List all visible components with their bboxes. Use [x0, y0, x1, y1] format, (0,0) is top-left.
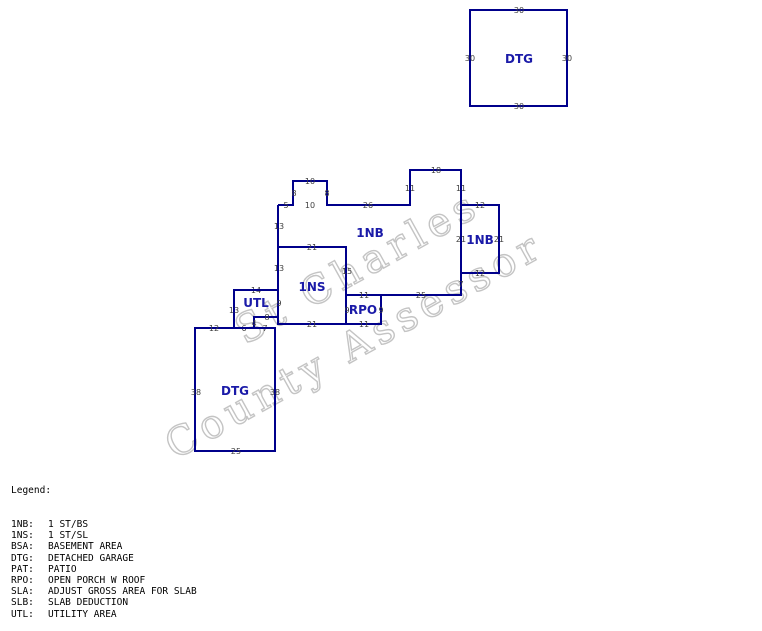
dtg-bottom-label: DTG	[221, 384, 249, 398]
legend-item: UTL: UTILITY AREA	[11, 609, 197, 620]
dtg-top-dim-top: 30	[514, 6, 524, 15]
legend-item: 1NB: 1 ST/BS	[11, 519, 197, 530]
ns-dim-bottom: 21	[307, 320, 317, 329]
nb-right-dim-left: 21	[456, 235, 466, 244]
legend-code: UTL:	[11, 608, 34, 620]
legend-code: SLA:	[11, 586, 34, 598]
nb-right-label: 1NB	[466, 233, 494, 247]
ns-dim-top: 21	[307, 243, 317, 252]
legend-item: SLB: SLAB DEDUCTION	[11, 597, 197, 608]
nb-dim-7: 7	[458, 280, 463, 289]
legend-code: SLB:	[11, 597, 34, 609]
nb-dim-5: 5	[283, 201, 288, 210]
legend-item: SLA: ADJUST GROSS AREA FOR SLAB	[11, 586, 197, 597]
nb-right-dim-right: 21	[494, 235, 504, 244]
dtg-top-dim-bottom: 30	[514, 102, 524, 111]
dtg-bottom-dim-12: 12	[209, 324, 219, 333]
rpo-outline	[346, 294, 382, 325]
rpo-label: RPO	[349, 303, 377, 317]
bump-dim-top: 10	[305, 177, 315, 186]
nb-right-dim-bottom: 12	[475, 269, 485, 278]
floor-plan-sketch: St Charles County Assessor 30 30 30 30 D…	[157, 6, 572, 469]
legend-desc: OPEN PORCH W ROOF	[48, 575, 146, 587]
nb-dim-11-left: 11	[405, 184, 415, 193]
dtg-top-label: DTG	[505, 52, 533, 66]
dtg-top-dim-right: 30	[562, 54, 572, 63]
nb-dim-13-upper: 13	[274, 222, 284, 231]
dtg-bottom-outline	[194, 327, 276, 452]
legend-desc: ADJUST GROSS AREA FOR SLAB	[48, 586, 197, 598]
dtg-bottom-area: 12 38 38 25 DTG	[191, 324, 280, 456]
dtg-top-dim-left: 30	[465, 54, 475, 63]
utl-dim-4: 4	[251, 319, 256, 328]
legend-code: 1NS:	[11, 530, 34, 542]
ns-dim-right: 15	[342, 267, 352, 276]
ns-label: 1NS	[298, 280, 325, 294]
utl-label: UTL	[243, 296, 269, 310]
ns-outline	[277, 246, 347, 325]
legend-title: Legend:	[11, 485, 52, 497]
rpo-dim-left: 9	[344, 306, 349, 315]
dtg-top-outline	[469, 9, 568, 107]
legend-desc: 1 ST/BS	[48, 519, 89, 531]
nb-right-dim-top: 12	[475, 201, 485, 210]
legend-desc: UTILITY AREA	[48, 608, 117, 620]
rpo-dim-top: 11	[359, 291, 369, 300]
legend-item: DTG: DETACHED GARAGE	[11, 553, 197, 564]
nb-dim-18: 18	[431, 166, 441, 175]
nb-right-outline	[460, 204, 500, 274]
utl-dim-13: 13	[229, 306, 239, 315]
ns-area: 21 15 21 14 9 1NS	[251, 243, 352, 329]
legend-desc: PATIO	[48, 563, 77, 575]
nb-dim-11-right: 11	[456, 184, 466, 193]
utl-dim-8: 8	[264, 313, 269, 322]
legend-desc: 1 ST/SL	[48, 530, 89, 542]
rpo-dim-bottom: 11	[359, 320, 369, 329]
legend-desc: BASEMENT AREA	[48, 541, 123, 553]
nb-dim-26: 26	[363, 201, 373, 210]
ns-dim-9: 9	[276, 299, 281, 308]
legend-desc: DETACHED GARAGE	[48, 552, 134, 564]
legend-item: 1NS: 1 ST/SL	[11, 530, 197, 541]
legend-item: PAT: PATIO	[11, 564, 197, 575]
legend-item: BSA: BASEMENT AREA	[11, 541, 197, 552]
dtg-bottom-dim-right: 38	[270, 388, 280, 397]
legend-desc: SLAB DEDUCTION	[48, 597, 129, 609]
nb-dim-25: 25	[416, 291, 426, 300]
nb-right-area: 12 21 21 12 1NB	[456, 201, 504, 278]
dtg-top-area: 30 30 30 30 DTG	[465, 6, 572, 111]
legend-code: 1NB:	[11, 519, 34, 531]
rpo-dim-right: 9	[378, 306, 383, 315]
dtg-bottom-dim-bottom: 25	[231, 447, 241, 456]
legend-item: RPO: OPEN PORCH W ROOF	[11, 575, 197, 586]
legend: Legend: 1NB: 1 ST/BS 1NS: 1 ST/SL BSA: BASEME…	[11, 463, 197, 631]
rpo-area: 11 9 9 11 RPO	[344, 291, 383, 329]
bump-dim-bottom: 10	[305, 201, 315, 210]
legend-code: RPO:	[11, 575, 34, 587]
bump-dim-left: 8	[291, 189, 296, 198]
legend-code: DTG:	[11, 552, 34, 564]
legend-code: BSA:	[11, 541, 34, 553]
nb-main-label: 1NB	[356, 226, 384, 240]
legend-code: PAT:	[11, 563, 34, 575]
dtg-bottom-dim-left: 38	[191, 388, 201, 397]
bump-dim-right: 8	[324, 189, 329, 198]
